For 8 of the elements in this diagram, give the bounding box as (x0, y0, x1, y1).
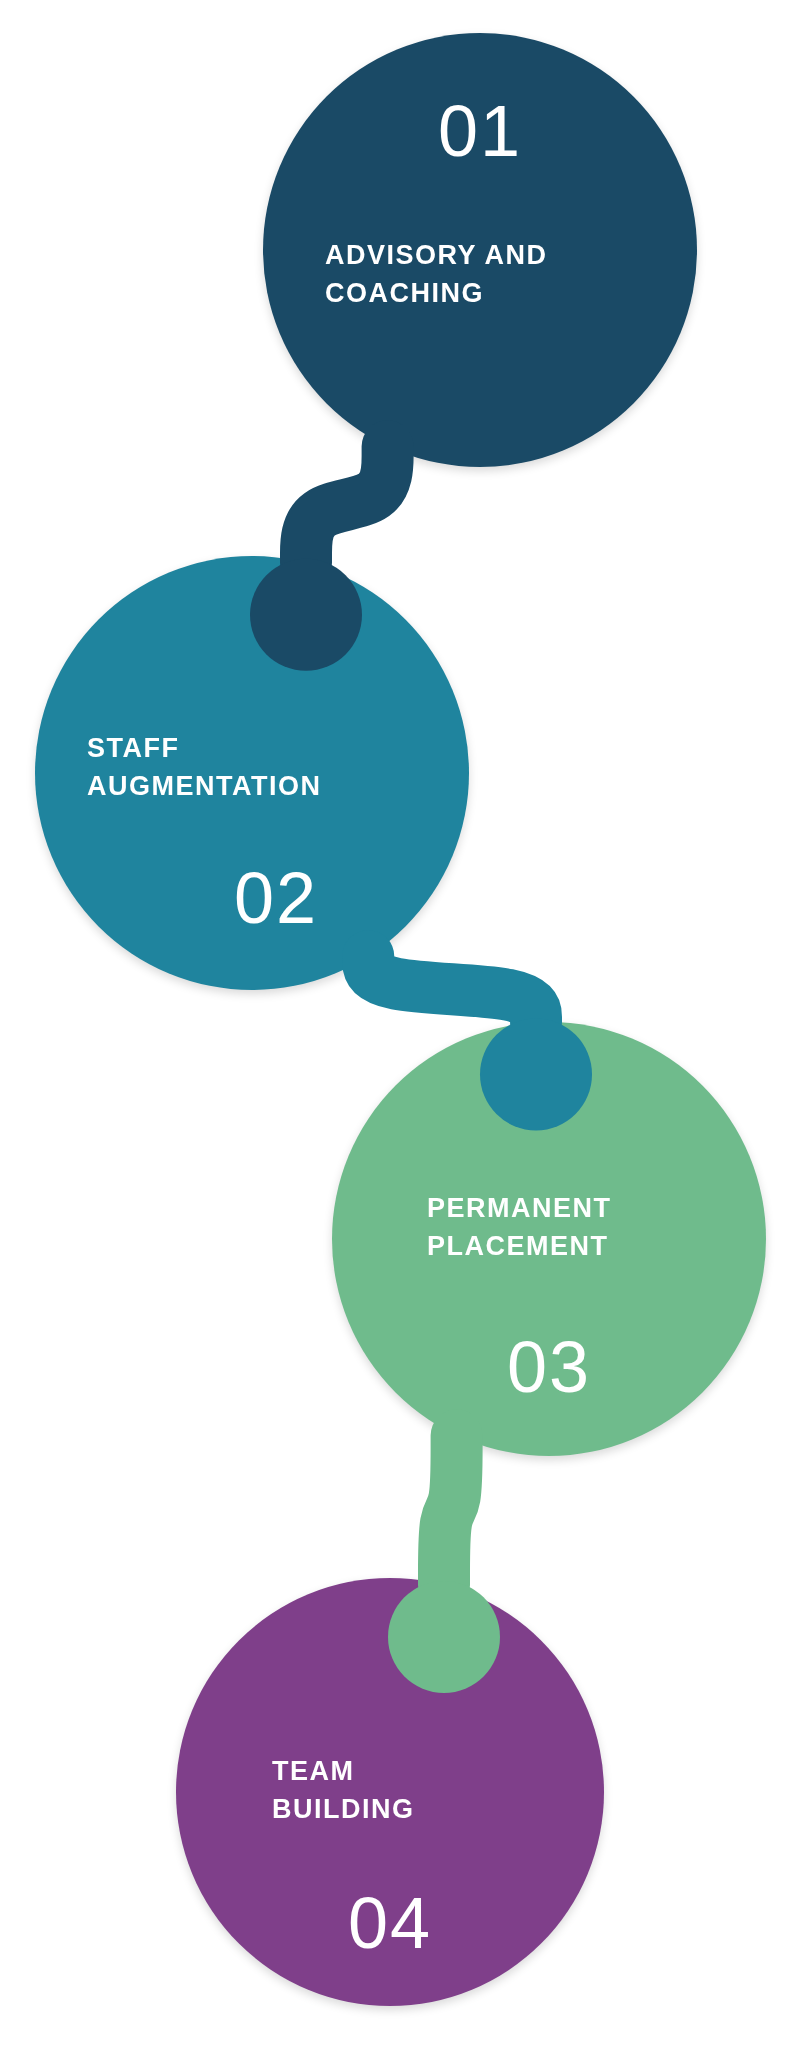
step-title: STAFF AUGMENTATION (87, 732, 323, 803)
step-title: TEAM BUILDING (272, 1755, 416, 1826)
step-number: 02 (233, 857, 319, 939)
step-number: 01 (437, 90, 523, 172)
step-number: 03 (506, 1326, 592, 1408)
step-number: 04 (347, 1882, 433, 1964)
step-title: PERMANENT PLACEMENT (427, 1192, 613, 1263)
step-title: ADVISORY AND COACHING (325, 239, 549, 310)
